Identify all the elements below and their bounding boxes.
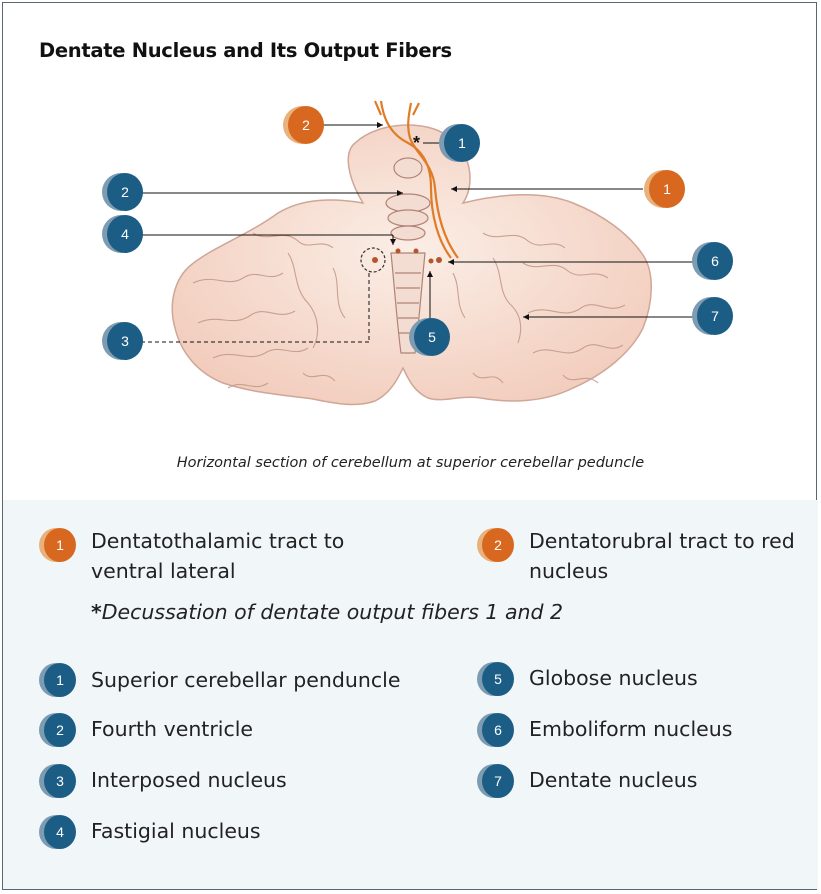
legend-tract-1-text: Dentatothalamic tract to ventral lateral xyxy=(91,529,345,583)
legend-structure-4-text: Fastigial nucleus xyxy=(91,819,261,843)
decussation-asterisk: * xyxy=(413,133,420,153)
legend-badge-structure-6: 6 xyxy=(477,713,514,747)
legend-panel xyxy=(3,500,818,889)
figure-badge-tract-1: 1 xyxy=(644,170,685,208)
legend-badge-structure-5: 5 xyxy=(477,662,514,696)
figure-title: Dentate Nucleus and Its Output Fibers xyxy=(39,39,452,62)
legend-structure-6-text: Emboliform nucleus xyxy=(529,717,733,741)
legend-badge-tract-1: 1 xyxy=(39,528,76,562)
legend-badge-structure-3: 3 xyxy=(39,764,76,798)
legend-badge-structure-4: 4 xyxy=(39,815,76,849)
figure-badge-structure-4: 4 xyxy=(102,215,143,253)
legend-structure-7-text: Dentate nucleus xyxy=(529,768,698,792)
figure-badge-structure-1: 1 xyxy=(439,124,480,162)
legend-structure-5-text: Globose nucleus xyxy=(529,666,698,690)
figure-badge-tract-2: 2 xyxy=(283,106,324,144)
legend-badge-tract-2: 2 xyxy=(477,528,514,562)
legend-structure-1-text: Superior cerebellar penduncle xyxy=(91,668,401,692)
legend-badge-structure-7: 7 xyxy=(477,764,514,798)
decussation-note: *Decussation of dentate output fibers 1 … xyxy=(91,600,563,624)
note-text: Decussation of dentate output fibers 1 a… xyxy=(101,600,564,624)
figure-badge-structure-2: 2 xyxy=(102,173,143,211)
cerebellum-illustration: * xyxy=(141,100,696,406)
figure-badge-structure-7: 7 xyxy=(692,297,733,335)
legend-tract-2-text: Dentatorubral tract to red nucleus xyxy=(529,529,795,583)
figure-badge-structure-5: 5 xyxy=(409,318,450,356)
figure-badge-structure-3: 3 xyxy=(102,322,143,360)
legend-badge-structure-2: 2 xyxy=(39,713,76,747)
legend-badge-structure-1: 1 xyxy=(39,663,76,697)
figure-caption: Horizontal section of cerebellum at supe… xyxy=(176,455,645,471)
note-asterisk: * xyxy=(91,600,102,624)
legend-structure-3-text: Interposed nucleus xyxy=(91,768,287,792)
legend-structure-2-text: Fourth ventricle xyxy=(91,717,254,741)
figure-badge-structure-6: 6 xyxy=(692,242,733,280)
